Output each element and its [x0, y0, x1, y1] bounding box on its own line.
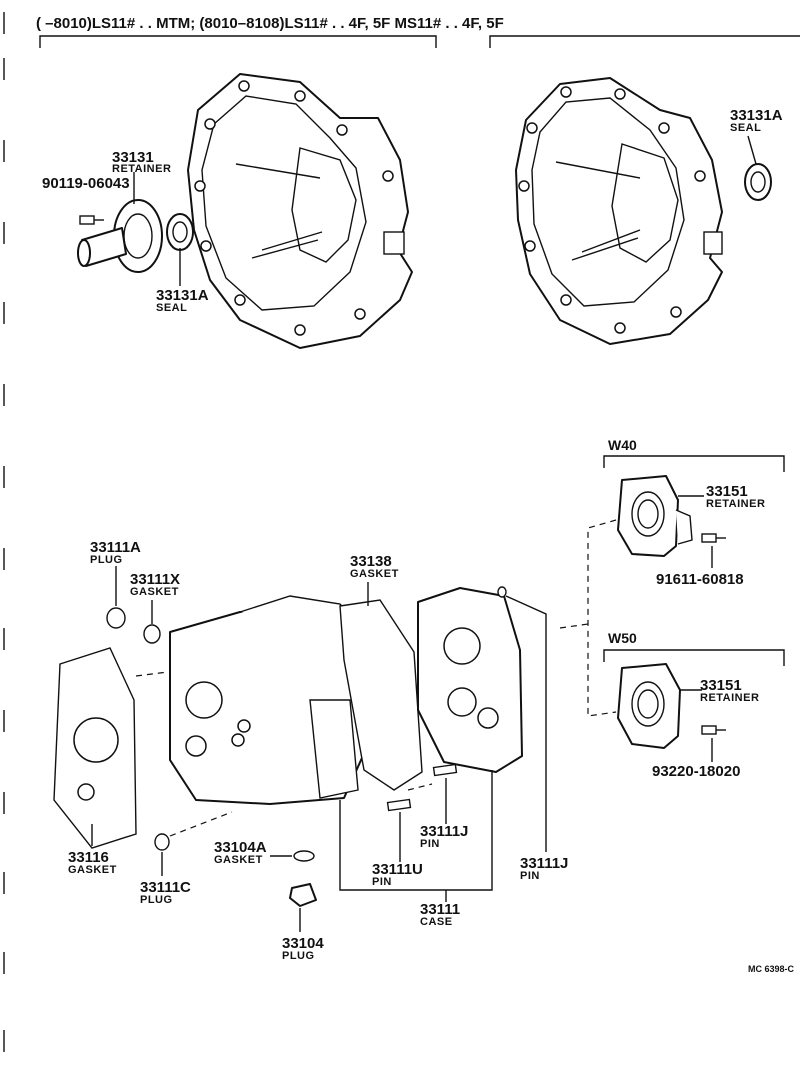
- w50-label: W50: [608, 630, 637, 646]
- callout-text: 33116: [68, 849, 109, 866]
- callout-text: 33131A: [730, 107, 783, 124]
- intermediate-plate: [417, 587, 523, 773]
- callout-text: 33131A: [156, 287, 209, 304]
- callout-text: GASKET: [68, 864, 117, 876]
- callout-text: SEAL: [156, 302, 187, 314]
- callout-text: PLUG: [140, 894, 173, 906]
- callout-text: PIN: [420, 838, 440, 850]
- w50-rear-retainer: [617, 663, 681, 749]
- callout-33138: 33138 GASKET: [350, 553, 399, 580]
- callout-text: PLUG: [282, 950, 315, 962]
- callout-text: 33111: [420, 901, 460, 918]
- callout-91611: 91611-60818: [656, 571, 744, 588]
- w40-bracket: [603, 455, 785, 472]
- figure-reference: MC 6398-C: [748, 964, 795, 974]
- callout-text: 33111X: [130, 571, 180, 588]
- plugs-and-pins: [106, 586, 507, 907]
- callout-text: 33104A: [214, 839, 267, 856]
- callout-33111a: 33111A PLUG: [90, 539, 141, 566]
- callout-text: SEAL: [730, 122, 761, 134]
- callout-text: RETAINER: [700, 692, 759, 704]
- callout-text: 33138: [350, 553, 392, 570]
- callout-text: PLUG: [90, 554, 123, 566]
- callout-text: 90119-06043: [42, 175, 130, 192]
- callout-text: PIN: [520, 870, 540, 882]
- case-gasket-33116: [53, 647, 137, 849]
- w40-bolt: [701, 533, 726, 543]
- right-variant-bracket: [489, 35, 800, 48]
- callout-text: 33111J: [420, 823, 468, 840]
- bell-housing-left: [187, 73, 413, 349]
- callout-90119: 90119-06043: [42, 175, 130, 192]
- callout-33131a-right: 33131A SEAL: [730, 107, 783, 134]
- callout-text: 91611-60818: [656, 571, 744, 588]
- callout-text: 33104: [282, 935, 324, 952]
- callout-93220: 93220-18020: [652, 763, 740, 780]
- callout-33111j-mid: 33111J PIN: [420, 823, 468, 850]
- callout-text: 33111U: [372, 861, 423, 878]
- callout-33131: 33131 RETAINER: [112, 149, 171, 175]
- callout-33151-w40: 33151 RETAINER: [706, 483, 765, 510]
- w40-rear-retainer: [617, 475, 693, 557]
- input-shaft-seal-left: [166, 213, 194, 251]
- callout-text: 33151: [706, 483, 748, 500]
- callout-33111x: 33111X GASKET: [130, 571, 180, 598]
- leader-lines: [91, 135, 757, 932]
- callout-text: GASKET: [214, 854, 263, 866]
- callout-text: RETAINER: [706, 498, 765, 510]
- front-bearing-retainer: [77, 199, 163, 273]
- w50-bracket: [603, 649, 785, 666]
- callout-text: 33111A: [90, 539, 141, 556]
- callout-text: 33111J: [520, 855, 568, 872]
- variant-dash-link: [587, 519, 617, 717]
- bell-housing-right: [515, 77, 723, 345]
- callout-text: PIN: [372, 876, 392, 888]
- callout-33111: 33111 CASE: [420, 901, 460, 928]
- variant-dash-link-2: [559, 623, 589, 629]
- callout-33131a-left: 33131A SEAL: [156, 287, 209, 314]
- case-gasket-33138: [339, 599, 423, 791]
- callout-33104a: 33104A GASKET: [214, 839, 267, 866]
- callout-text: RETAINER: [112, 163, 171, 175]
- callout-text: 33111C: [140, 879, 191, 896]
- callout-33111c: 33111C PLUG: [140, 879, 191, 906]
- left-variant-bracket: [39, 35, 437, 48]
- callout-33111j-right: 33111J PIN: [520, 855, 568, 882]
- input-shaft-seal-right: [744, 163, 772, 201]
- callout-33151-w50: 33151 RETAINER: [700, 677, 759, 704]
- callout-text: CASE: [420, 916, 453, 928]
- callout-text: 33131: [112, 149, 154, 166]
- callout-text: 93220-18020: [652, 763, 740, 780]
- callout-text: GASKET: [130, 586, 179, 598]
- w40-label: W40: [608, 437, 637, 453]
- callout-33116: 33116 GASKET: [68, 849, 117, 876]
- callout-text: GASKET: [350, 568, 399, 580]
- transmission-case: [169, 595, 385, 805]
- header-text: ( –8010)LS11# . . MTM; (8010–8108)LS11# …: [36, 15, 504, 32]
- w50-bolt: [701, 725, 726, 735]
- callout-33104: 33104 PLUG: [282, 935, 324, 962]
- retainer-bolt: [79, 215, 104, 225]
- callout-33111u: 33111U PIN: [372, 861, 423, 888]
- callout-text: 33151: [700, 677, 742, 694]
